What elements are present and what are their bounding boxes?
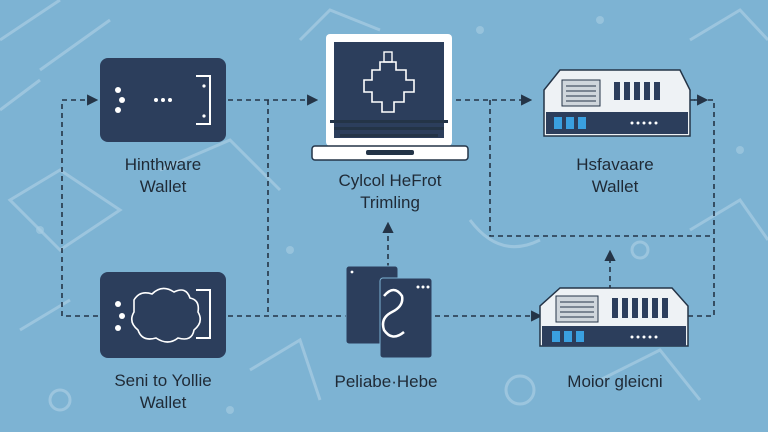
connector-mid-horizontal: [489, 100, 714, 237]
label-server-bottom: Moior gleicni: [530, 371, 700, 393]
label-wallet-bottom: Seni to Yollie Wallet: [80, 370, 246, 414]
label-hardware-wallet-line2: Wallet: [139, 177, 187, 196]
label-laptop-line1: Cylcol HeFrot: [338, 171, 442, 190]
label-server-top: Hsfavaare Wallet: [540, 154, 690, 198]
label-laptop: Cylcol HeFrot Trimling: [300, 170, 480, 214]
label-server-bottom-line1: Moior gleicni: [567, 372, 663, 391]
label-cards-line1: Peliabe·Hebe: [334, 372, 438, 391]
label-wallet-bottom-line2: Wallet: [139, 393, 187, 412]
label-hardware-wallet-line1: Hinthware: [124, 155, 202, 174]
label-cards: Peliabe·Hebe: [306, 371, 466, 393]
label-server-top-line2: Wallet: [591, 177, 639, 196]
label-laptop-line2: Trimling: [360, 193, 420, 212]
label-server-top-line1: Hsfavaare: [576, 155, 654, 174]
label-hardware-wallet: Hinthware Wallet: [88, 154, 238, 198]
label-wallet-bottom-line1: Seni to Yollie: [114, 371, 212, 390]
connector-left-loop: [61, 94, 99, 317]
